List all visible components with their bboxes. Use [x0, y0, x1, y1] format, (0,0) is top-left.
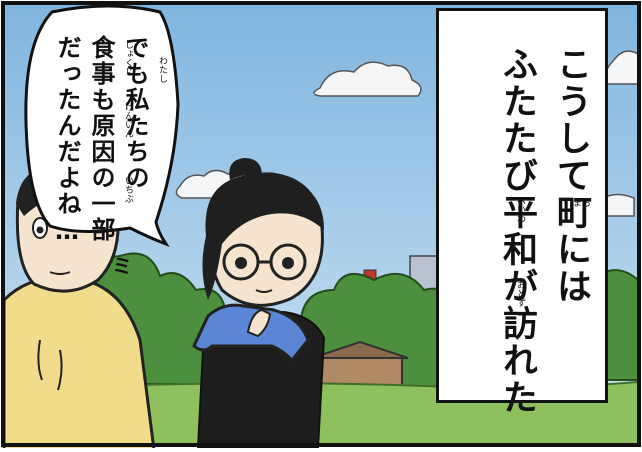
furigana-shokuji: しょくじ: [123, 40, 133, 76]
furigana-watashi: わたし: [157, 56, 167, 83]
furigana-otozu: おとず: [515, 280, 525, 307]
speech-bubble: [24, 4, 180, 248]
furigana-heiwa: へいわ: [515, 196, 525, 223]
narration-line-1: こうして町には: [551, 46, 591, 305]
furigana-ichibu: いちぶ: [123, 176, 133, 203]
speech-line-1: でも私たちの: [121, 35, 149, 191]
narration-line-2: ふたたび平和が訪れた: [497, 46, 537, 416]
sound-effect: ミ: [112, 254, 132, 278]
speech-line-2: 食事も原因の一部: [87, 35, 115, 243]
speech-text: でも私たちの 食事も原因の一部 だったんだよね…: [50, 35, 152, 247]
speech-line-3: だったんだよね…: [53, 35, 81, 247]
narration-box: [436, 8, 608, 403]
narration-text: こうして町には ふたたび平和が訪れた: [490, 46, 598, 416]
girl-character: [192, 158, 326, 449]
furigana-machi: まち: [573, 199, 592, 209]
clouds: [175, 50, 639, 217]
furigana-genin: げんいん: [123, 102, 133, 138]
